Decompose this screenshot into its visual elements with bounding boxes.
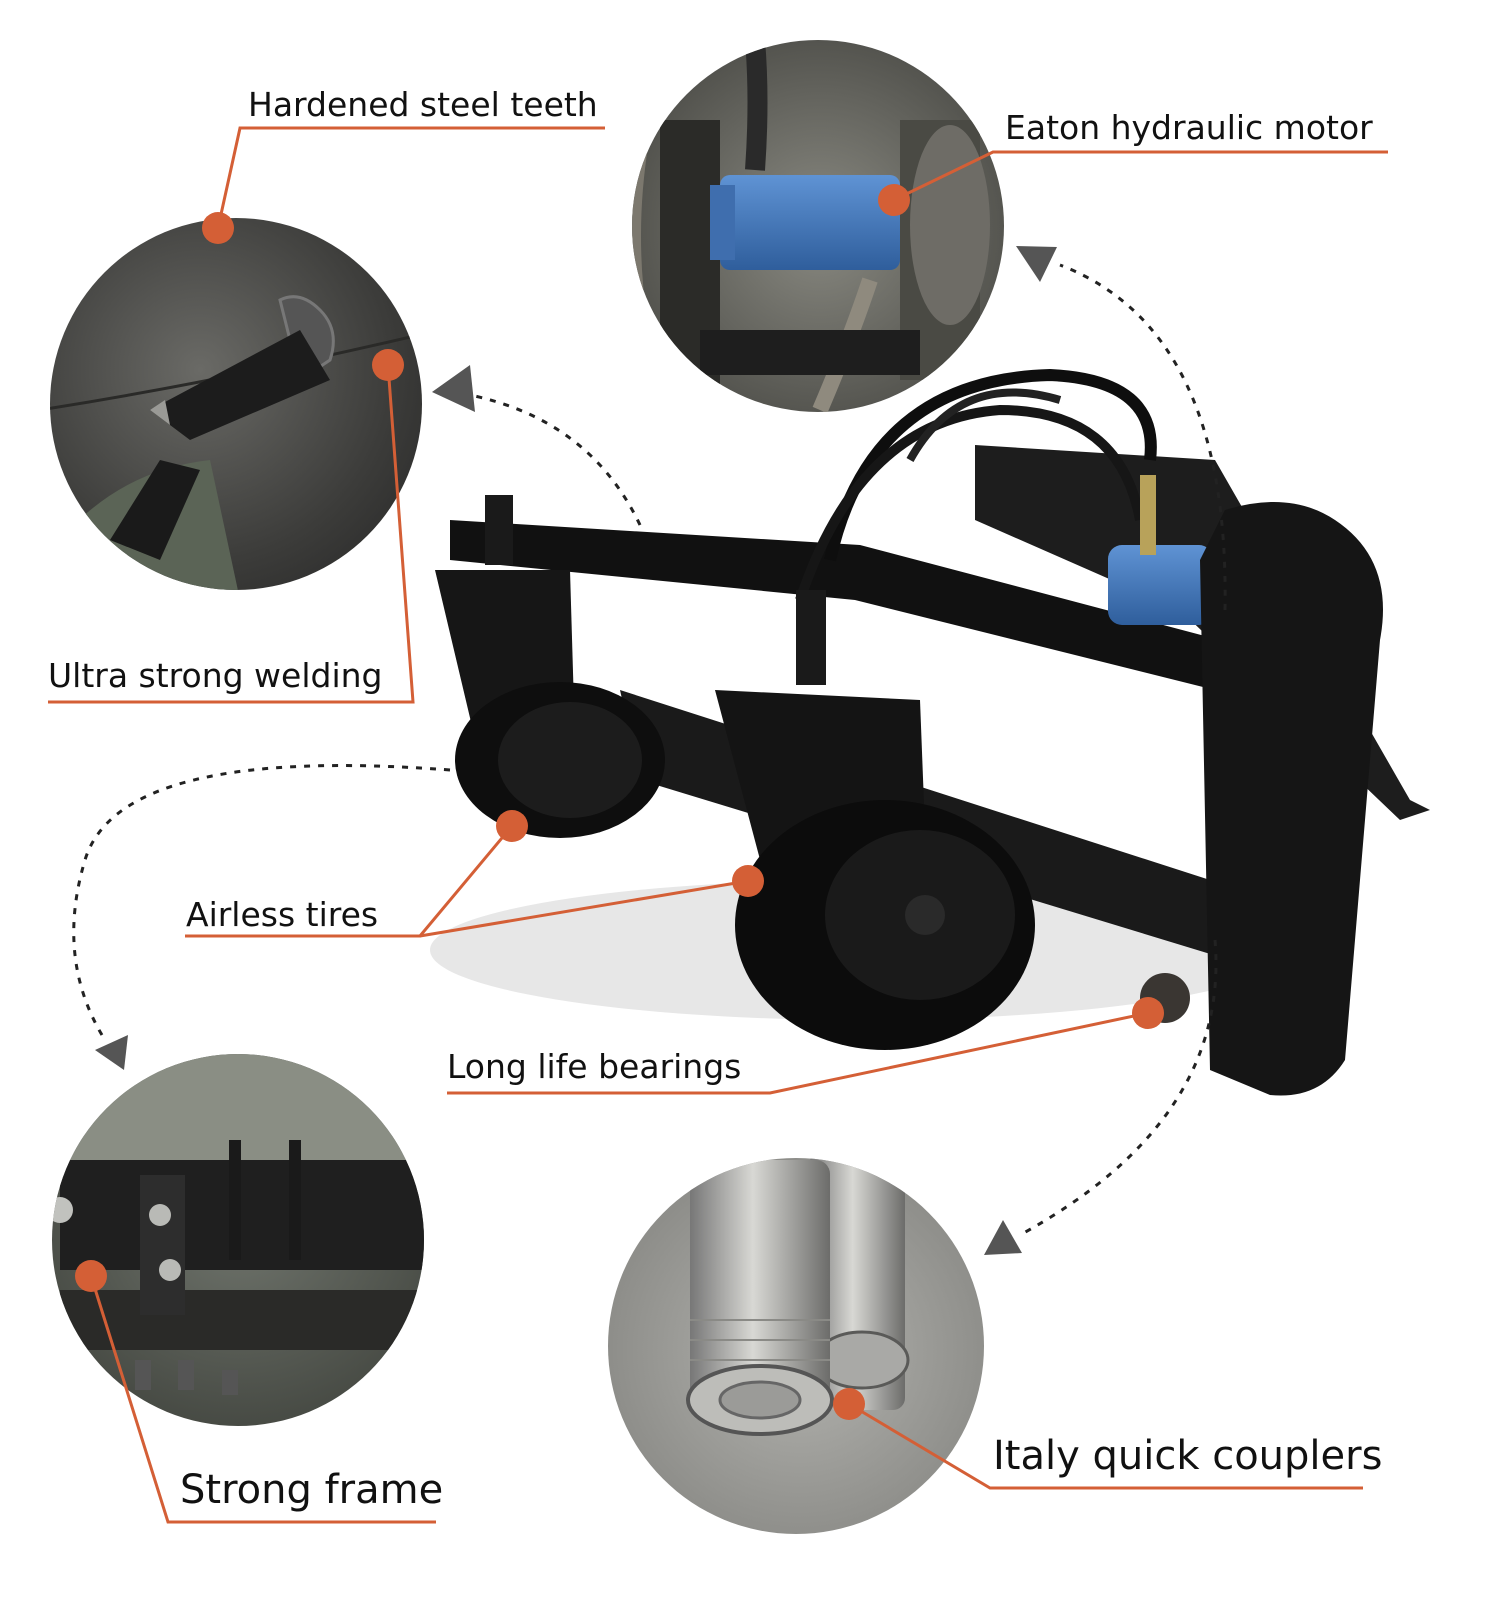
dotted-arrows [72,263,1227,1237]
leader-frame [89,1275,436,1524]
callout-leaders [48,126,1388,1524]
leader-bearings [447,1011,1149,1095]
arrow-to-frame-icon [95,1035,128,1070]
arrow-to-couplers-icon [984,1220,1022,1255]
leader-couplers [848,1402,1363,1490]
coupler-closeup-photo [608,1158,984,1534]
teeth-closeup-photo [50,218,422,590]
dot-teeth [202,212,234,244]
label-hardened-steel-teeth: Hardened steel teeth [248,85,598,124]
arrowheads [95,246,1057,1255]
frame-closeup-photo [52,1054,424,1426]
arrow-to-welding-icon [432,365,475,412]
dot-tire-right [732,865,764,897]
leader-motor [893,150,1388,202]
landscape-rake-machine [430,368,1430,1096]
dot-tire-left [496,810,528,842]
motor-closeup-photo [632,40,1004,412]
dot-couplers [833,1388,865,1420]
leader-tires-2 [419,879,749,938]
label-strong-frame: Strong frame [180,1467,444,1513]
leader-welding [48,364,415,704]
arrow-to-motor-icon [1016,246,1057,282]
dot-bearings [1132,997,1164,1029]
leader-teeth [216,126,605,229]
label-airless-tires: Airless tires [186,895,379,934]
dot-welding [372,349,404,381]
label-italy-quick-couplers: Italy quick couplers [993,1433,1383,1479]
dot-motor [878,184,910,216]
label-long-life-bearings: Long life bearings [447,1047,742,1086]
dot-frame [75,1260,107,1292]
callout-dots [75,184,1164,1420]
label-ultra-strong-welding: Ultra strong welding [48,656,383,695]
label-eaton-hydraulic-motor: Eaton hydraulic motor [1005,108,1373,147]
